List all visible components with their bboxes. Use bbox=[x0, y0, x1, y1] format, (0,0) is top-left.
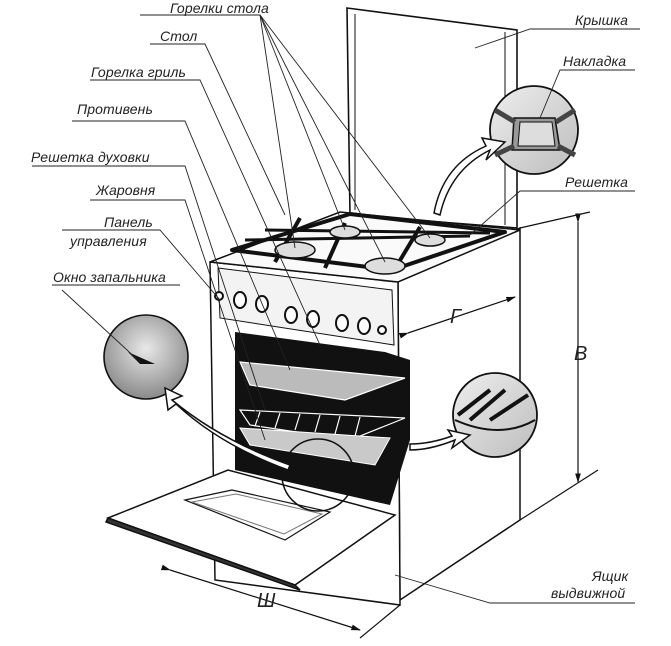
ignition-window-magnifier bbox=[103, 314, 189, 400]
label-table: Стол bbox=[160, 28, 198, 44]
ignition-detail-circle bbox=[281, 438, 355, 512]
label-burners: Горелки стола bbox=[170, 0, 269, 16]
label-drawer-line2: выдвижной bbox=[551, 585, 626, 601]
detail-arrows bbox=[164, 137, 507, 471]
burners bbox=[274, 225, 446, 275]
label-lid: Крышка bbox=[575, 12, 628, 28]
roasting-pan bbox=[239, 427, 391, 466]
label-baking-tray: Противень bbox=[77, 101, 153, 117]
label-control-panel-line1: Панель bbox=[104, 214, 153, 230]
label-burner-cap-plate: Накладка bbox=[563, 53, 627, 69]
control-knobs bbox=[214, 291, 387, 335]
dimension-width: Ш bbox=[257, 590, 276, 612]
label-control-panel-line2: управления bbox=[70, 233, 147, 249]
dimension-depth: Г bbox=[450, 306, 461, 328]
leader-lines bbox=[32, 14, 640, 604]
dimension-lines bbox=[160, 211, 599, 639]
label-drawer-line1: Ящик bbox=[592, 568, 629, 584]
burner-cap-magnifier bbox=[489, 85, 579, 175]
label-grill-burner: Горелка гриль bbox=[91, 64, 186, 80]
rack-detail-magnifier bbox=[452, 372, 538, 458]
label-roasting-pan: Жаровня bbox=[96, 182, 156, 198]
label-oven-rack: Решетка духовки bbox=[31, 149, 150, 165]
dimension-height: В bbox=[574, 343, 588, 365]
baking-tray bbox=[239, 361, 406, 401]
label-ignition-window: Окно запальника bbox=[53, 269, 166, 285]
lid bbox=[346, 7, 518, 229]
label-grate: Решетка bbox=[565, 174, 628, 190]
